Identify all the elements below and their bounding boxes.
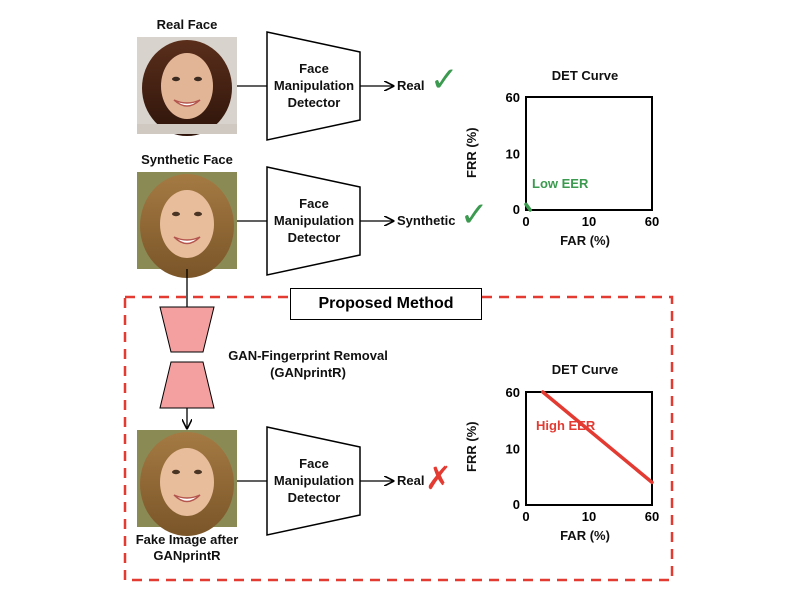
synthetic-face-label: Synthetic Face bbox=[141, 152, 233, 167]
ganprintr-decoder bbox=[159, 361, 215, 409]
chart-bottom-xlabel: FAR (%) bbox=[560, 528, 610, 543]
chart-bottom-frame bbox=[525, 391, 653, 506]
chart-top-xtick-1: 10 bbox=[582, 214, 596, 229]
chart-top-ytick-2: 0 bbox=[513, 202, 520, 217]
chart-bottom-series-line-0 bbox=[541, 390, 654, 485]
chart-bottom-ytick-0: 60 bbox=[506, 385, 520, 400]
ganprintr-label: GAN-Fingerprint Removal (GANprintR) bbox=[213, 347, 403, 381]
chart-bottom-annotation: High EER bbox=[536, 418, 596, 433]
output-synthetic: Synthetic bbox=[397, 213, 456, 228]
chart-top-annotation: Low EER bbox=[532, 176, 589, 191]
chart-top-title: DET Curve bbox=[551, 68, 619, 83]
chart-top-xtick-2: 60 bbox=[645, 214, 659, 229]
ganprintr-encoder bbox=[159, 306, 215, 353]
chart-top-xtick-0: 0 bbox=[522, 214, 529, 229]
proposed-method-title: Proposed Method bbox=[290, 288, 482, 320]
chart-bottom-xtick-1: 10 bbox=[582, 509, 596, 524]
fake-image-label-line1: Fake Image after bbox=[135, 532, 239, 547]
red-cross-icon: ✗ bbox=[425, 460, 452, 496]
real-face-label: Real Face bbox=[156, 17, 218, 32]
chart-top-ytick-0: 60 bbox=[506, 90, 520, 105]
detector-1-shape bbox=[266, 31, 361, 141]
chart-bottom-plot: 0 10 60 60 10 0 High EER bbox=[506, 385, 660, 524]
chart-bottom-xtick-2: 60 bbox=[645, 509, 659, 524]
synthetic-face-photo bbox=[137, 172, 237, 278]
detector-3-label: Face Manipulation Detector bbox=[273, 456, 355, 505]
chart-bottom-ytick-2: 0 bbox=[513, 497, 520, 512]
fake-image-label-line2: GANprintR bbox=[153, 548, 221, 563]
chart-top-series-line-0 bbox=[524, 202, 532, 212]
chart-top-frame bbox=[525, 96, 653, 211]
output-real-1: Real bbox=[397, 78, 425, 93]
real-face-photo bbox=[137, 37, 237, 136]
chart-bottom-title: DET Curve bbox=[551, 362, 619, 377]
chart-top-ytick-1: 10 bbox=[506, 147, 520, 162]
fake-face-photo bbox=[137, 430, 237, 536]
chart-top-xlabel: FAR (%) bbox=[560, 233, 610, 248]
ganprintr-label-line2: (GANprintR) bbox=[270, 365, 346, 380]
green-check-icon: ✓ bbox=[430, 61, 459, 99]
detector-2-shape bbox=[266, 166, 361, 276]
ganprintr-label-line1: GAN-Fingerprint Removal bbox=[228, 348, 388, 363]
detector-1-label: Face Manipulation Detector bbox=[273, 61, 355, 110]
chart-bottom-xtick-0: 0 bbox=[522, 509, 529, 524]
detector-2-label: Face Manipulation Detector bbox=[273, 196, 355, 245]
chart-top-plot: 0 10 60 60 10 0 Low EER bbox=[506, 90, 660, 229]
green-check-icon-2: ✓ bbox=[460, 196, 489, 234]
output-real-3: Real bbox=[397, 473, 425, 488]
detector-3-shape bbox=[266, 426, 361, 536]
chart-bottom-ytick-1: 10 bbox=[506, 442, 520, 457]
fake-image-label: Fake Image after GANprintR bbox=[122, 532, 252, 564]
